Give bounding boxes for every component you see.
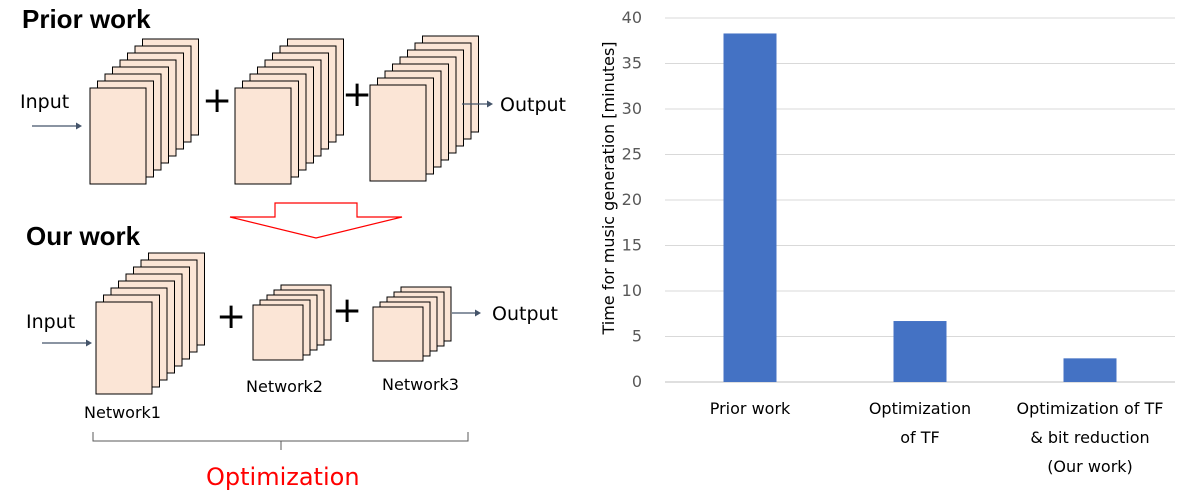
bar-3 (1063, 358, 1117, 382)
our-network3-layer-1 (372, 306, 424, 362)
optimization-label: Optimization (206, 463, 360, 491)
our-network1-layer-1 (95, 301, 153, 395)
x-category-3-line-1: Optimization of TF (1017, 399, 1164, 418)
y-tick-35: 35 (622, 54, 642, 73)
bar-2 (893, 321, 947, 382)
bar-chart: 0 5 10 15 20 25 30 35 40 Prior work Optimization o… (599, 8, 1175, 476)
our-work-heading: Our work (26, 221, 141, 251)
optimization-brace (92, 432, 469, 450)
x-category-2-line-2: of TF (900, 428, 939, 447)
y-axis-label: Time for music generation [minutes] (599, 41, 618, 335)
y-tick-0: 0 (632, 372, 642, 391)
y-tick-40: 40 (622, 8, 642, 27)
prior-plus-1: + (202, 80, 232, 121)
our-input-arrow (42, 339, 92, 347)
prior-plus-2: + (342, 74, 372, 115)
network2-label: Network2 (246, 377, 323, 396)
network1-label: Network1 (84, 403, 161, 422)
chart-bars (723, 33, 1117, 382)
architecture-diagram: Prior work Input + + Output Our work Inp… (20, 4, 566, 491)
prior-network2-stack (234, 38, 344, 185)
our-network3-stack (372, 286, 452, 362)
y-tick-30: 30 (622, 99, 642, 118)
x-category-2-line-1: Optimization (869, 399, 971, 418)
bar-1 (723, 33, 777, 382)
prior-network2-layer-1 (234, 87, 292, 185)
prior-network3-layer-1 (369, 84, 427, 182)
our-network1-stack (95, 252, 205, 395)
network3-label: Network3 (382, 375, 459, 394)
our-plus-1: + (216, 296, 246, 337)
y-tick-5: 5 (632, 327, 642, 346)
our-plus-2: + (332, 290, 362, 331)
y-tick-20: 20 (622, 190, 642, 209)
our-input-label: Input (26, 311, 75, 333)
y-tick-25: 25 (622, 145, 642, 164)
x-category-1-line-1: Prior work (710, 399, 791, 418)
prior-input-arrow (32, 122, 82, 130)
down-arrow-icon (229, 202, 403, 239)
our-output-arrow (452, 309, 481, 317)
our-network2-layer-1 (252, 304, 304, 361)
prior-work-heading: Prior work (22, 4, 151, 34)
prior-network3-stack (369, 35, 479, 182)
x-category-3-line-2: & bit reduction (1030, 428, 1149, 447)
y-tick-10: 10 (622, 281, 642, 300)
prior-input-label: Input (20, 91, 69, 113)
prior-network1-layer-1 (89, 87, 147, 185)
prior-network1-stack (89, 38, 199, 185)
y-tick-15: 15 (622, 236, 642, 255)
our-network2-stack (252, 284, 332, 361)
y-axis-ticks: 0 5 10 15 20 25 30 35 40 (622, 8, 642, 391)
x-category-3-line-3: (Our work) (1047, 457, 1133, 476)
prior-output-label: Output (500, 94, 566, 116)
our-output-label: Output (492, 303, 558, 325)
x-axis-categories: Prior work Optimization of TF Optimization … (710, 399, 1164, 476)
prior-output-arrow (462, 100, 493, 108)
